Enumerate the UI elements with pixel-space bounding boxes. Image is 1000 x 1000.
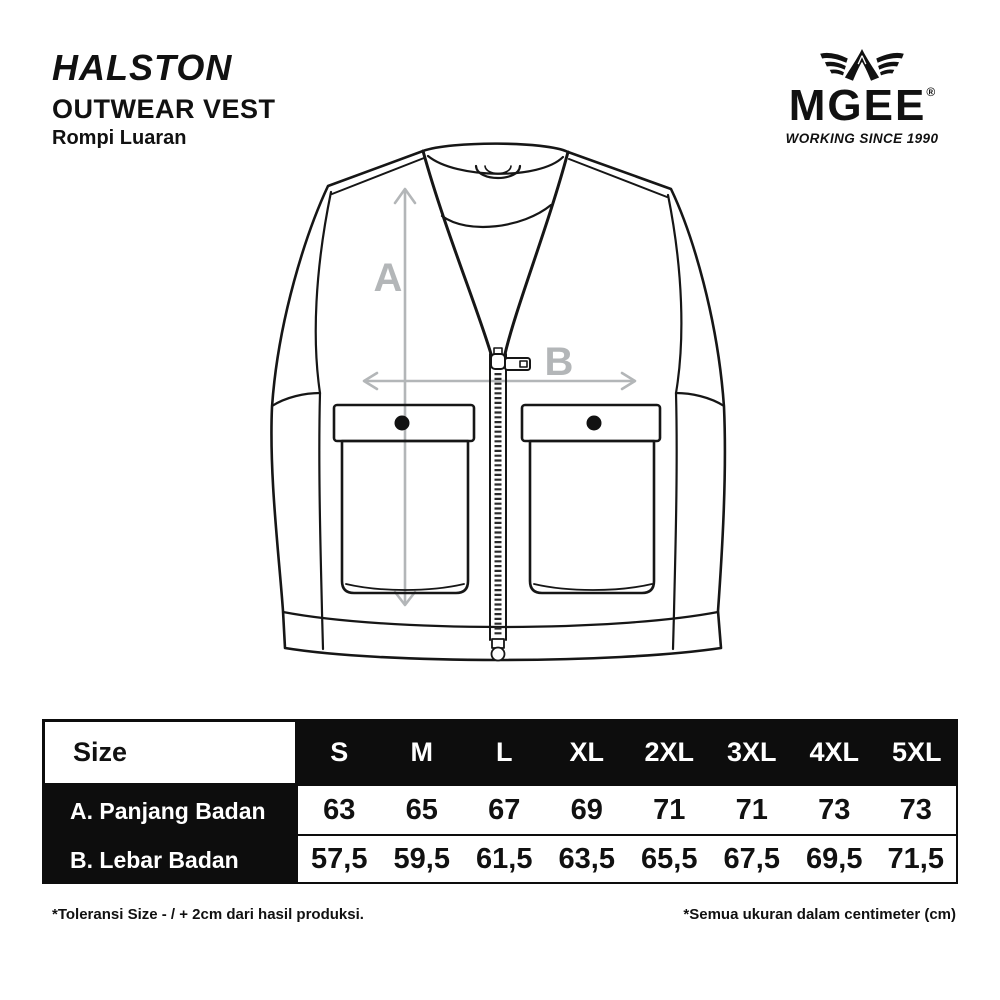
size-col-xl: XL: [545, 719, 628, 786]
arrow-b-label: B: [545, 340, 574, 384]
value-a-4xl: 73: [793, 786, 876, 836]
value-b-s: 57,5: [298, 836, 381, 884]
value-b-4xl: 69,5: [793, 836, 876, 884]
value-a-xl: 69: [545, 786, 628, 836]
brand-name: MGEE: [788, 81, 927, 130]
product-subtitle: OUTWEAR VEST: [52, 93, 276, 124]
vest-diagram: A B: [228, 135, 773, 680]
right-pocket-button: [586, 415, 602, 431]
product-title: HALSTON: [52, 47, 233, 88]
value-b-xl: 63,5: [545, 836, 628, 884]
registered-mark: ®: [926, 85, 936, 99]
size-header-cell: Size: [42, 719, 298, 786]
size-col-5xl: 5XL: [875, 719, 958, 786]
measure-arrows: [362, 187, 637, 607]
brand-logo: MGEE ® WORKING SINCE 1990: [772, 48, 952, 146]
size-chart-table: Size S M L XL 2XL 3XL 4XL 5XL A. Panjang…: [42, 719, 958, 884]
footnote-units: *Semua ukuran dalam centimeter (cm): [683, 906, 956, 923]
value-b-m: 59,5: [380, 836, 463, 884]
value-a-s: 63: [298, 786, 381, 836]
brand-tagline: WORKING SINCE 1990: [785, 131, 939, 146]
size-col-s: S: [298, 719, 381, 786]
footnote-tolerance: *Toleransi Size - / + 2cm dari hasil pro…: [52, 906, 364, 923]
value-a-3xl: 71: [710, 786, 793, 836]
value-a-m: 65: [380, 786, 463, 836]
value-b-2xl: 65,5: [628, 836, 711, 884]
arrow-b-head-left: [362, 371, 379, 391]
size-col-4xl: 4XL: [793, 719, 876, 786]
value-b-5xl: 71,5: [875, 836, 958, 884]
size-col-m: M: [380, 719, 463, 786]
arrow-b-head-right: [620, 371, 637, 391]
arrow-a-label: A: [374, 256, 403, 300]
wings-icon: [820, 48, 904, 81]
arrow-a-head-top: [393, 187, 417, 205]
value-b-3xl: 67,5: [710, 836, 793, 884]
size-col-2xl: 2XL: [628, 719, 711, 786]
product-translation: Rompi Luaran: [52, 126, 187, 149]
value-b-l: 61,5: [463, 836, 546, 884]
arrow-a-head-bottom: [393, 590, 417, 607]
vest-sketch: A B: [270, 142, 727, 662]
row-label-panjang-badan: A. Panjang Badan: [42, 786, 298, 836]
size-col-l: L: [463, 719, 546, 786]
value-a-l: 67: [463, 786, 546, 836]
value-a-5xl: 73: [875, 786, 958, 836]
value-a-2xl: 71: [628, 786, 711, 836]
masthead: HALSTON OUTWEAR VEST Rompi Luaran: [52, 48, 276, 149]
left-pocket-button: [394, 415, 410, 431]
vest-linework: [270, 142, 727, 662]
row-label-lebar-badan: B. Lebar Badan: [42, 836, 298, 884]
size-col-3xl: 3XL: [710, 719, 793, 786]
